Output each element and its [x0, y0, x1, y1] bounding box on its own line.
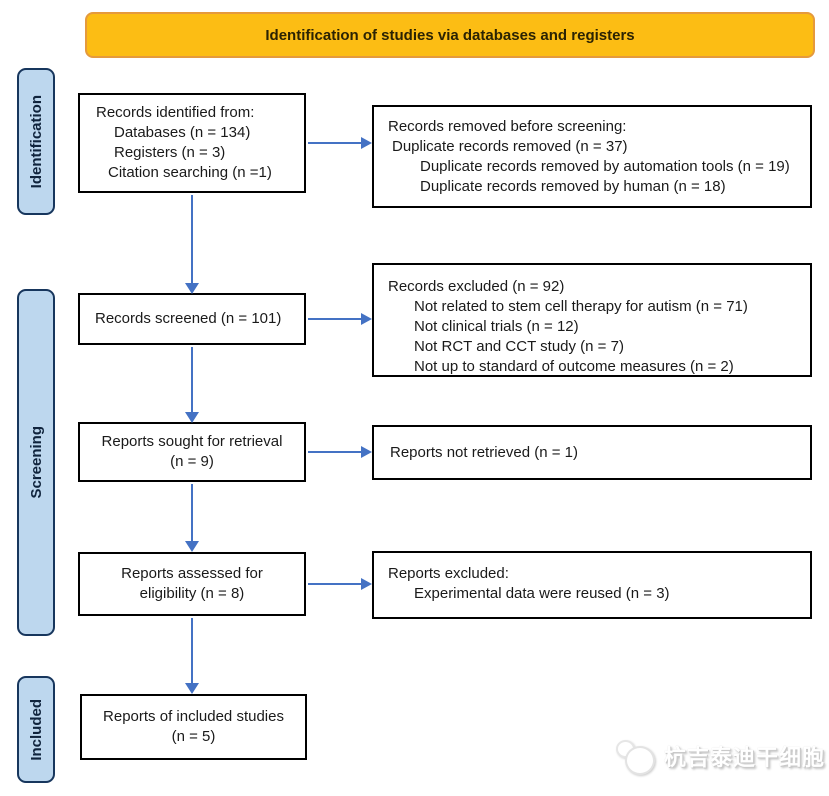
- box-reports-assessed: Reports assessed for eligibility (n = 8): [78, 552, 306, 616]
- records-excluded-item: Not RCT and CCT study (n = 7): [414, 338, 624, 355]
- records-identified-item: Registers (n = 3): [114, 144, 226, 161]
- reports-sought-line1: Reports sought for retrieval: [101, 433, 283, 450]
- reports-excluded-title: Reports excluded:: [388, 565, 509, 582]
- box-reports-included: Reports of included studies (n = 5): [80, 694, 307, 760]
- box-reports-not-retrieved: Reports not retrieved (n = 1): [372, 425, 812, 480]
- reports-sought-line2: (n = 9): [170, 453, 214, 470]
- records-screened-title: Records screened (n = 101): [95, 310, 282, 327]
- stage-label-identification-text: Identification: [27, 94, 45, 189]
- records-removed-item: Duplicate records removed by automation …: [420, 158, 790, 175]
- reports-not-retrieved-title: Reports not retrieved (n = 1): [390, 443, 579, 461]
- records-identified-item: Citation searching (n =1): [108, 164, 272, 181]
- reports-included-line2: (n = 5): [171, 728, 216, 745]
- box-records-removed: Records removed before screening: Duplic…: [372, 105, 812, 208]
- stage-label-screening: Screening: [17, 289, 55, 636]
- diagram-title-banner: Identification of studies via databases …: [85, 12, 815, 58]
- diagram-title: Identification of studies via databases …: [265, 26, 635, 44]
- box-records-excluded: Records excluded (n = 92) Not related to…: [372, 263, 812, 377]
- box-records-screened: Records screened (n = 101): [78, 293, 306, 345]
- teddy-bear-logo-icon: [616, 738, 656, 775]
- reports-excluded-item: Experimental data were reused (n = 3): [414, 585, 670, 602]
- box-records-identified: Records identified from: Databases (n = …: [78, 93, 306, 193]
- records-excluded-item: Not related to stem cell therapy for aut…: [414, 298, 748, 315]
- stage-label-screening-text: Screening: [27, 426, 45, 499]
- stage-label-included-text: Included: [27, 698, 45, 761]
- records-removed-item: Duplicate records removed (n = 37): [392, 138, 628, 155]
- reports-assessed-line1: Reports assessed for: [121, 565, 263, 582]
- records-identified-title: Records identified from:: [96, 104, 255, 121]
- records-excluded-item: Not clinical trials (n = 12): [414, 318, 579, 335]
- stage-label-identification: Identification: [17, 68, 55, 215]
- watermark-text: 杭吉泰迪干细胞: [664, 745, 826, 770]
- records-removed-title: Records removed before screening:: [388, 118, 627, 135]
- records-identified-item: Databases (n = 134): [114, 124, 251, 141]
- box-reports-sought: Reports sought for retrieval (n = 9): [78, 422, 306, 482]
- reports-assessed-line2: eligibility (n = 8): [139, 585, 245, 602]
- records-excluded-item: Not up to standard of outcome measures (…: [414, 358, 734, 375]
- records-removed-item: Duplicate records removed by human (n = …: [420, 178, 726, 195]
- reports-included-line1: Reports of included studies: [103, 708, 284, 725]
- box-reports-excluded: Reports excluded: Experimental data were…: [372, 551, 812, 619]
- watermark: 杭吉泰迪干细胞: [616, 738, 826, 775]
- records-excluded-title: Records excluded (n = 92): [388, 278, 565, 295]
- stage-label-included: Included: [17, 676, 55, 783]
